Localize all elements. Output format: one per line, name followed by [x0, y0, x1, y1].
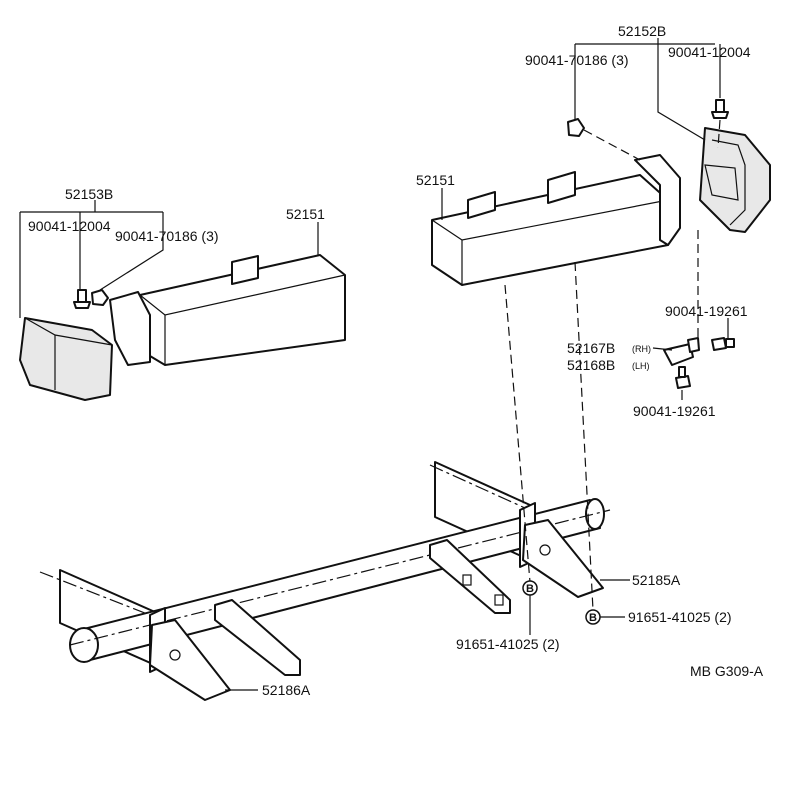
left-bumper-end-cap — [19, 317, 113, 401]
svg-text:B: B — [589, 612, 597, 624]
bumper-side-bracket — [663, 337, 700, 366]
label-center-frame-bolt: 91651-41025 (2) — [456, 636, 560, 652]
bracket-bolt-lower — [675, 366, 691, 389]
center-alignment-line — [504, 284, 531, 583]
label-right-bolt: 90041-12004 — [668, 44, 751, 60]
label-bracket-bolt-upper: 90041-19261 — [665, 303, 748, 319]
right-alignment-line — [574, 261, 594, 611]
label-right-frame-bracket: 52185A — [632, 572, 681, 588]
svg-text:(RH): (RH) — [632, 344, 651, 354]
label-left-bumper: 52151 — [286, 206, 325, 222]
svg-text:52168B: 52168B — [567, 357, 615, 373]
right-bumper-52151 — [431, 154, 681, 286]
vehicle-frame — [39, 461, 611, 676]
left-inner-hanger — [214, 599, 301, 676]
badge-center: B — [522, 580, 538, 596]
cross-tube-end-right — [585, 498, 605, 530]
bracket-bolt-upper — [711, 337, 735, 351]
right-bolt-dashed-path — [717, 119, 721, 149]
right-inner-hanger-slot-2 — [494, 594, 504, 606]
diagram-code: MB G309-A — [690, 663, 764, 679]
right-nut-dashed-path — [583, 129, 641, 161]
cross-tube-end-left — [69, 627, 99, 663]
leader-lines — [19, 38, 729, 691]
label-bracket-rh: 52167B (RH) — [567, 340, 651, 356]
frame-rail-centerline — [39, 571, 151, 616]
svg-text:(LH): (LH) — [632, 361, 650, 371]
label-right-nut: 90041-70186 (3) — [525, 52, 629, 68]
frame-bracket-52185a — [522, 519, 604, 598]
label-left-bolt: 90041-12004 — [28, 218, 111, 234]
svg-text:B: B — [526, 583, 534, 595]
label-bracket-lh: 52168B (LH) — [567, 357, 650, 373]
left-bumper-52151 — [109, 254, 346, 366]
label-left-nut: 90041-70186 (3) — [115, 228, 219, 244]
right-rail-centerline — [429, 464, 526, 509]
label-left-frame-bracket: 52186A — [262, 682, 311, 698]
right-inner-hanger — [429, 539, 511, 614]
right-nut-90041-70186 — [567, 118, 585, 137]
left-nut-90041-70186 — [91, 289, 109, 306]
right-bolt-90041-12004 — [711, 99, 729, 119]
label-right-frame-bolt: 91651-41025 (2) — [628, 609, 732, 625]
label-right-group: 52152B — [618, 23, 666, 39]
label-bracket-bolt-lower: 90041-19261 — [633, 403, 716, 419]
right-bumper-end-cap — [699, 127, 771, 233]
left-bolt-90041-12004 — [73, 289, 91, 309]
svg-text:52167B: 52167B — [567, 340, 615, 356]
frame-bracket-52186a — [149, 619, 231, 701]
badge-right: B — [585, 609, 601, 625]
right-inner-hanger-slot — [462, 574, 472, 586]
label-left-group: 52153B — [65, 186, 113, 202]
label-right-bumper: 52151 — [416, 172, 455, 188]
